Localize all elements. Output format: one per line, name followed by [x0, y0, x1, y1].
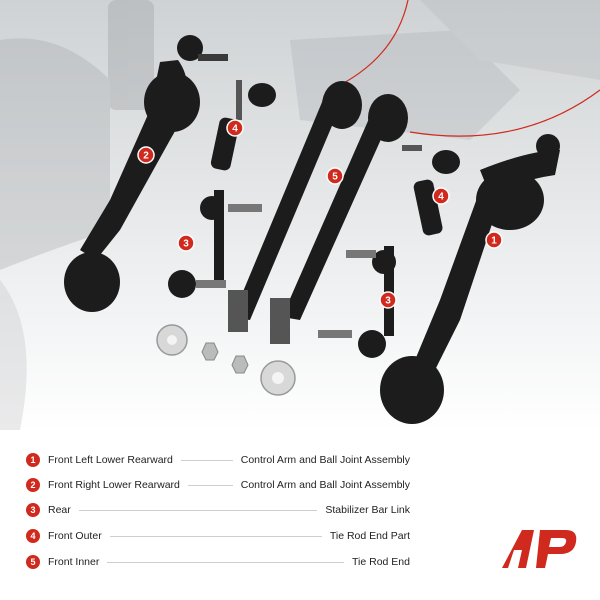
accent-curve	[409, 89, 600, 137]
callout-4-left: 4	[226, 119, 244, 137]
callout-5: 5	[326, 167, 344, 185]
legend-number-badge: 4	[26, 529, 40, 543]
legend-row-2: 2 Front Right Lower Rearward Control Arm…	[26, 476, 410, 494]
stabilizer-link-left	[168, 190, 262, 298]
legend-row-1: 1 Front Left Lower Rearward Control Arm …	[26, 451, 410, 469]
callout-2-text: 2	[143, 151, 149, 162]
brand-logo	[502, 530, 577, 568]
callout-5-text: 5	[332, 172, 338, 183]
callout-3-right: 3	[379, 291, 397, 309]
legend-number-badge: 5	[26, 555, 40, 569]
legend-value: Tie Rod End Part	[329, 530, 410, 542]
inner-tie-rod-left	[228, 81, 362, 332]
legend-leader-line	[187, 484, 233, 486]
stabilizer-link-right	[318, 246, 396, 358]
legend-leader-line	[78, 509, 318, 511]
legend-value: Stabilizer Bar Link	[325, 504, 410, 516]
legend-value: Control Arm and Ball Joint Assembly	[240, 454, 410, 466]
callout-1-text: 1	[491, 236, 497, 247]
legend-number-badge: 3	[26, 503, 40, 517]
callout-4-right-text: 4	[438, 192, 444, 203]
legend-label: Front Right Lower Rearward	[48, 479, 180, 491]
callout-1: 1	[485, 231, 503, 249]
legend-label: Front Left Lower Rearward	[48, 454, 173, 466]
legend-leader-line	[107, 561, 345, 563]
legend-leader-line	[109, 535, 322, 537]
callout-3-right-text: 3	[385, 296, 391, 307]
background-undercarriage	[0, 0, 600, 430]
legend-value: Control Arm and Ball Joint Assembly	[240, 479, 410, 491]
legend-value: Tie Rod End	[352, 556, 410, 568]
legend-row-4: 4 Front Outer Tie Rod End Part	[26, 527, 410, 545]
callout-4-right: 4	[432, 187, 450, 205]
control-arm-right	[380, 134, 560, 424]
legend-label: Front Inner	[48, 556, 100, 568]
legend-row-3: 3 Rear Stabilizer Bar Link	[26, 501, 410, 519]
legend-row-5: 5 Front Inner Tie Rod End	[26, 553, 410, 571]
product-photo: 1 2 3 3 4 4 5	[0, 0, 600, 430]
hardware-nuts-washers	[156, 324, 296, 396]
control-arm-left	[64, 35, 228, 312]
callout-3-left-text: 3	[183, 239, 189, 250]
callout-2: 2	[137, 146, 155, 164]
legend-label: Rear	[48, 504, 71, 516]
inner-tie-rod-right	[270, 94, 408, 344]
legend-number-badge: 1	[26, 453, 40, 467]
legend-label: Front Outer	[48, 530, 102, 542]
callout-4-left-text: 4	[232, 124, 238, 135]
legend-number-badge: 2	[26, 478, 40, 492]
legend-leader-line	[180, 459, 233, 461]
callout-3-left: 3	[177, 234, 195, 252]
